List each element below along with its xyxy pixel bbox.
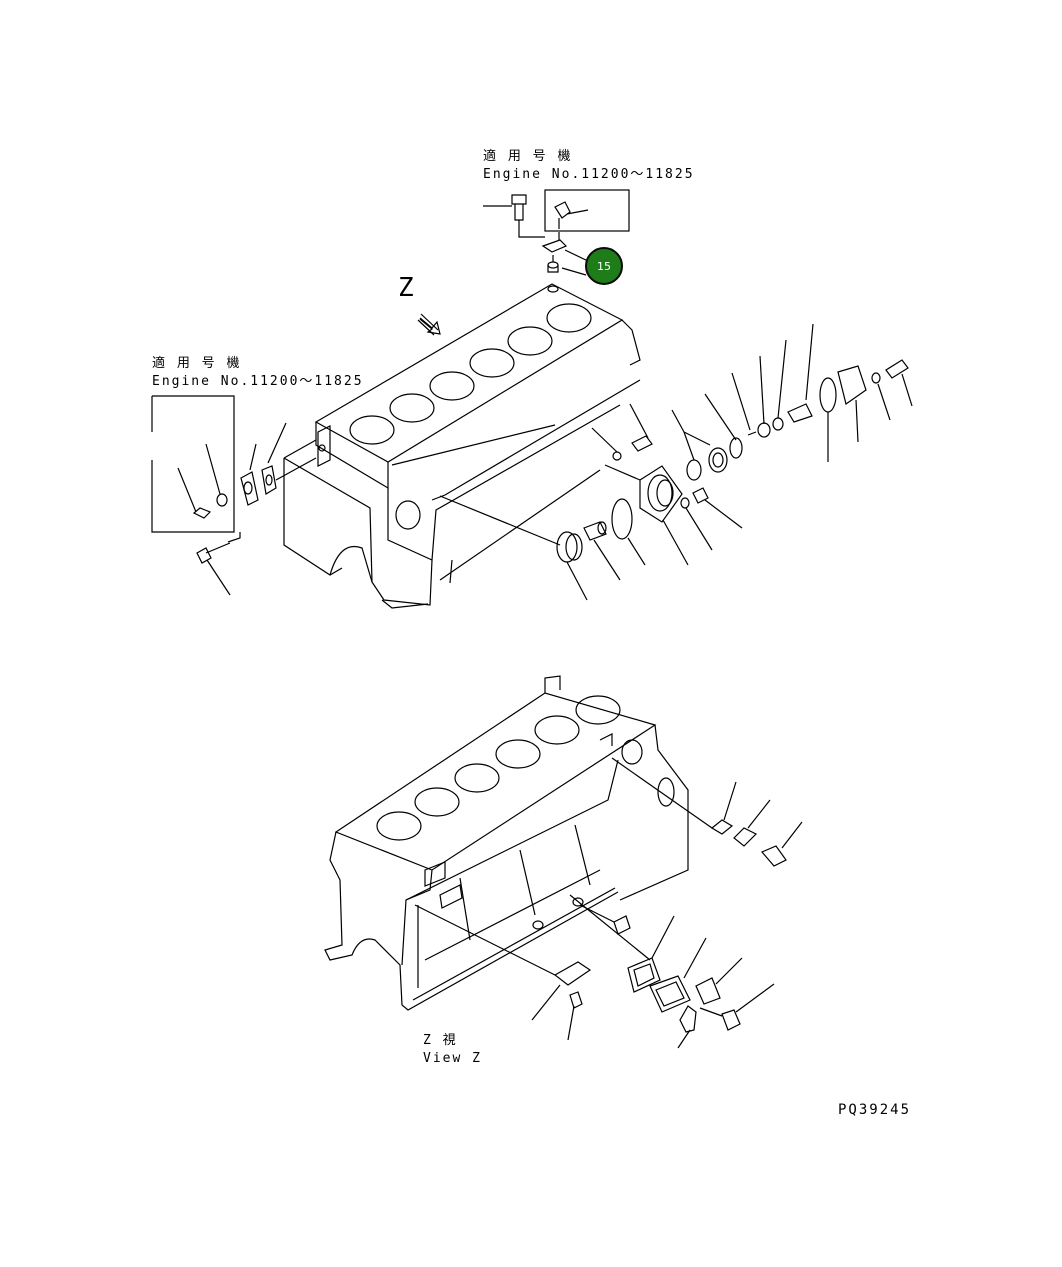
z-direction-letter: Z bbox=[398, 273, 414, 303]
view-z-label-jp: Z 視 bbox=[423, 1033, 458, 1048]
left-engine-number-label: Engine No.11200〜11825 bbox=[152, 374, 364, 389]
lower-cylinder-block bbox=[324, 675, 689, 1011]
left-variant-box bbox=[151, 395, 317, 596]
top-engine-number-label: Engine No.11200〜11825 bbox=[483, 167, 695, 182]
left-applicable-label-jp: 適 用 号 機 bbox=[152, 356, 242, 371]
drawing-number: PQ39245 bbox=[838, 1102, 912, 1118]
upper-cylinder-block bbox=[283, 283, 641, 609]
top-applicable-label-jp: 適 用 号 機 bbox=[483, 149, 573, 164]
view-z-arrow bbox=[417, 313, 441, 336]
view-z-label-en: View Z bbox=[423, 1051, 482, 1066]
part-callout-15[interactable]: 15 bbox=[585, 247, 623, 285]
lower-exploded-parts bbox=[414, 757, 803, 1049]
right-exploded-parts bbox=[439, 323, 913, 601]
